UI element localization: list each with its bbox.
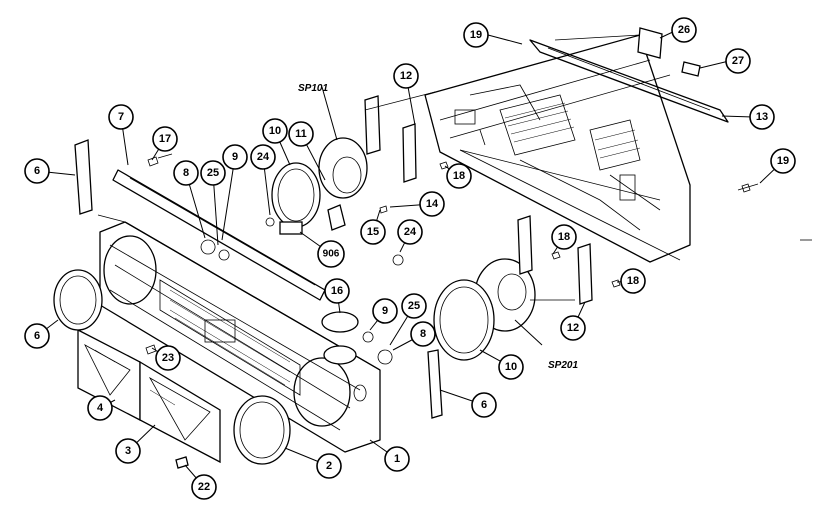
speakers [271, 137, 536, 365]
callout-8-top: 8 [173, 160, 199, 186]
callout-12-top: 12 [393, 63, 419, 89]
svg-text:14: 14 [426, 198, 439, 210]
callout-18-mid: 18 [446, 163, 472, 189]
svg-text:906: 906 [323, 249, 340, 260]
callout-17: 17 [152, 126, 178, 152]
svg-text:19: 19 [470, 29, 482, 41]
svg-text:1: 1 [394, 453, 400, 465]
svg-text:8: 8 [183, 167, 189, 179]
svg-text:9: 9 [232, 151, 238, 163]
callout-1: 1 [384, 446, 410, 472]
svg-text:3: 3 [125, 445, 131, 457]
svg-text:2: 2 [326, 460, 332, 472]
svg-text:18: 18 [627, 275, 639, 287]
callout-14: 14 [419, 191, 445, 217]
handles [74, 139, 443, 419]
top-rail [112, 169, 326, 301]
callout-16: 16 [324, 278, 350, 304]
svg-text:18: 18 [453, 170, 465, 182]
callout-6-lower-left: 6 [24, 323, 50, 349]
callout-24-mid: 24 [397, 219, 423, 245]
svg-text:18: 18 [558, 231, 570, 243]
svg-text:7: 7 [118, 111, 124, 123]
svg-text:4: 4 [97, 402, 104, 414]
callout-27: 27 [725, 48, 751, 74]
callout-11: 11 [288, 121, 314, 147]
svg-text:12: 12 [567, 322, 579, 334]
svg-text:13: 13 [756, 111, 768, 123]
callout-15: 15 [360, 219, 386, 245]
callout-6-right: 6 [471, 392, 497, 418]
top-bracket-strip [529, 27, 729, 123]
callout-23: 23 [155, 345, 181, 371]
callout-24-top: 24 [250, 144, 276, 170]
svg-text:10: 10 [505, 361, 517, 373]
ref-sp101: SP101 [298, 83, 328, 94]
svg-text:11: 11 [295, 128, 307, 140]
side-brackets [364, 95, 593, 305]
callout-8-mid: 8 [410, 321, 436, 347]
svg-text:22: 22 [198, 481, 210, 493]
callout-2: 2 [316, 453, 342, 479]
rear-cabinet-chassis [424, 34, 691, 263]
svg-text:24: 24 [257, 151, 270, 163]
svg-text:10: 10 [269, 125, 281, 137]
svg-text:12: 12 [400, 70, 412, 82]
svg-text:15: 15 [367, 226, 379, 238]
callout-19-right: 19 [770, 148, 796, 174]
callout-13: 13 [749, 104, 775, 130]
hardware [145, 153, 759, 469]
svg-text:6: 6 [34, 165, 40, 177]
callout-10-low: 10 [498, 354, 524, 380]
callout-18-right: 18 [551, 224, 577, 250]
callout-4: 4 [87, 395, 113, 421]
ref-sp201: SP201 [548, 360, 578, 371]
callout-3: 3 [115, 438, 141, 464]
callout-10-top: 10 [262, 118, 288, 144]
speaker-rings [53, 269, 291, 465]
svg-text:26: 26 [678, 24, 690, 36]
callout-7: 7 [108, 104, 134, 130]
svg-text:17: 17 [159, 133, 171, 145]
callout-25-mid: 25 [401, 293, 427, 319]
svg-text:8: 8 [420, 328, 426, 340]
svg-text:9: 9 [382, 305, 388, 317]
svg-text:24: 24 [404, 226, 417, 238]
callout-26: 26 [671, 17, 697, 43]
callout-22: 22 [191, 474, 217, 500]
svg-text:27: 27 [732, 55, 744, 67]
assembly-guides [97, 34, 681, 301]
svg-text:25: 25 [207, 167, 219, 179]
callout-25-top: 25 [200, 160, 226, 186]
callout-18-low: 18 [620, 268, 646, 294]
speaker-references: SP101 SP201 [298, 83, 578, 371]
callout-906: 906 [317, 240, 345, 268]
svg-text:25: 25 [408, 300, 420, 312]
callout-12-low: 12 [560, 315, 586, 341]
svg-text:23: 23 [162, 352, 174, 364]
callout-9-top: 9 [222, 144, 248, 170]
callout-19-top: 19 [463, 22, 489, 48]
svg-text:6: 6 [481, 399, 487, 411]
svg-text:6: 6 [34, 330, 40, 342]
callout-6-left: 6 [24, 158, 50, 184]
front-panels [77, 328, 221, 464]
callout-9-mid: 9 [372, 298, 398, 324]
svg-text:16: 16 [331, 285, 343, 297]
svg-text:19: 19 [777, 155, 789, 167]
